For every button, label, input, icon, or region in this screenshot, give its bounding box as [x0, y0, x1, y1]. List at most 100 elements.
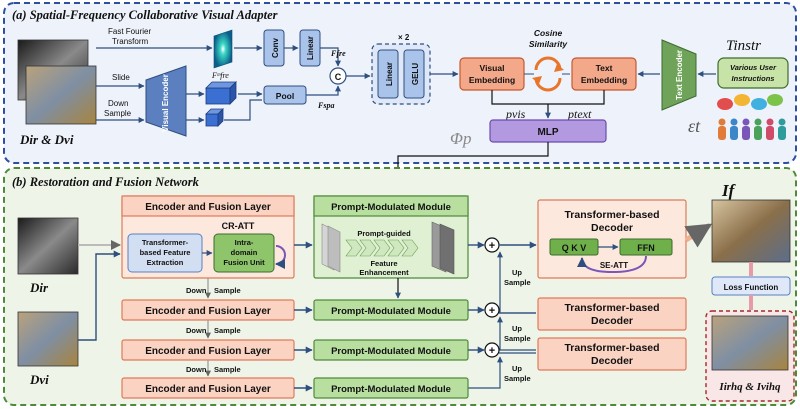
f-fre-label: Ffre — [330, 49, 346, 58]
prompt-guided-label: Prompt-guided — [357, 229, 411, 238]
linear-label: Linear — [306, 36, 315, 60]
gelu-label: GELU — [411, 63, 420, 85]
slide-label: Slide — [112, 73, 130, 82]
text-embedding-label-2: Embedding — [581, 75, 627, 85]
prompt-module-label-2: Prompt-Modulated Module — [331, 306, 451, 317]
transformer-feat-2: based Feature — [140, 248, 191, 257]
d-vi-label: Dvi — [29, 372, 49, 387]
d-ir-label: Dir — [29, 280, 49, 295]
se-att-loop-icon — [577, 255, 647, 274]
plus-3: + — [489, 345, 495, 357]
eps-t-label: εt — [688, 116, 701, 136]
transformer-feat-3: Extraction — [147, 258, 184, 267]
encoder-fusion-label-2: Encoder and Fusion Layer — [145, 306, 271, 317]
cosine-label-1: Cosine — [534, 28, 563, 38]
add-node-3 — [484, 342, 500, 358]
text-encoder-block — [661, 39, 697, 111]
users-speech-icon — [717, 94, 786, 140]
f-fre-m-label: Fᵐfre — [211, 71, 229, 80]
panel-b-title: (b) Restoration and Fusion Network — [12, 175, 200, 189]
decoder-2 — [537, 297, 687, 331]
visual-encoder-label: Visual Encoder — [161, 74, 170, 132]
visual-embedding-label-2: Embedding — [469, 75, 515, 85]
qkv-label: Q K V — [562, 243, 587, 253]
pool-label: Pool — [276, 91, 294, 101]
concat-label: C — [335, 72, 342, 82]
feature-stack-out — [431, 221, 455, 275]
decoder-2-label-2: Decoder — [591, 315, 633, 327]
encoder-fusion-label-3: Encoder and Fusion Layer — [145, 346, 271, 357]
loop-icon — [275, 245, 286, 269]
decoder-3 — [537, 337, 687, 371]
downsample-feature-cube — [205, 108, 224, 127]
encoder-fusion-label-4: Encoder and Fusion Layer — [145, 384, 271, 395]
down-label-2: Down — [186, 326, 207, 335]
down-label-3: Down — [186, 365, 207, 374]
sample-label-1: Sample — [214, 286, 241, 295]
enhancement-label: Enhancement — [359, 268, 409, 277]
down-sample-1: Down — [108, 99, 128, 108]
times2-label: × 2 — [398, 33, 410, 42]
down-sample-2: Sample — [104, 109, 132, 118]
encoder-fusion-label-1: Encoder and Fusion Layer — [145, 202, 271, 213]
adapter-linear-block — [377, 49, 399, 99]
cosine-similarity-icon — [532, 56, 564, 92]
plus-1: + — [489, 240, 495, 252]
i-hq-label: Iirhq & Ivihq — [718, 381, 781, 393]
sample-up-label-2: Sample — [504, 334, 531, 343]
up-label-2: Up — [512, 324, 522, 333]
up-label-1: Up — [512, 268, 522, 277]
gelu-block — [403, 49, 425, 99]
conv-label: Conv — [271, 37, 280, 58]
prompt-module-label-4: Prompt-Modulated Module — [331, 384, 451, 395]
sample-label-3: Sample — [214, 365, 241, 374]
adapter-linear-label: Linear — [385, 62, 394, 86]
decoder-2-label-1: Transformer-based — [564, 302, 659, 314]
user-instructions-block — [717, 57, 789, 89]
input-images-a — [17, 39, 97, 125]
prompt-module-4 — [313, 377, 469, 399]
transformer-feat-1: Transformer- — [142, 238, 189, 247]
mlp-label: MLP — [537, 127, 558, 138]
intra-2: domain — [231, 248, 258, 257]
down-label-1: Down — [186, 286, 207, 295]
decoder-3-label-2: Decoder — [591, 355, 633, 367]
intra-3: Fusion Unit — [223, 258, 265, 267]
cr-att-label: CR-ATT — [222, 221, 255, 231]
sample-up-label-3: Sample — [504, 374, 531, 383]
decoder-3-label-1: Transformer-based — [564, 342, 659, 354]
intra-fusion-block — [213, 233, 275, 273]
feature-stack-in — [321, 223, 341, 273]
fft-label-2: Transform — [112, 37, 148, 46]
ground-truth-image — [711, 315, 789, 371]
up-label-3: Up — [512, 364, 522, 373]
ffn-block — [619, 238, 673, 256]
prompt-module-label-3: Prompt-Modulated Module — [331, 346, 451, 357]
p-text-label: ptext — [567, 107, 592, 121]
feature-label: Feature — [370, 259, 397, 268]
sample-label-2: Sample — [214, 326, 241, 335]
loss-label: Loss Function — [724, 283, 779, 292]
text-encoder-label: Text Encoder — [675, 50, 684, 100]
d-ir-image — [17, 217, 79, 275]
se-att-label: SE-ATT — [600, 261, 628, 270]
p-vis-label: pvis — [505, 107, 526, 121]
add-node-2 — [484, 302, 500, 318]
phi-p-label: Φp — [450, 129, 471, 148]
instructions-label-1: Various User — [730, 63, 777, 72]
text-embedding-label-1: Text — [596, 63, 613, 73]
i-f-label: If — [721, 181, 737, 200]
plus-2: + — [489, 305, 495, 317]
enhancement-chevrons — [345, 239, 419, 257]
fft-spectrum-image — [213, 29, 233, 69]
fused-output-image — [711, 199, 791, 263]
instructions-label-2: Instructions — [732, 74, 775, 83]
spatial-feature-cube — [205, 81, 237, 105]
intra-1: Intra- — [235, 238, 254, 247]
decoder-1-label-2: Decoder — [591, 222, 633, 234]
t-instr-label: Tinstr — [726, 38, 761, 54]
fft-label-1: Fast Fourier — [108, 27, 151, 36]
f-spa-label: Fspa — [317, 101, 334, 110]
visual-encoder-block — [145, 65, 187, 137]
d-ir-vi-label: Dir & Dvi — [19, 132, 74, 147]
